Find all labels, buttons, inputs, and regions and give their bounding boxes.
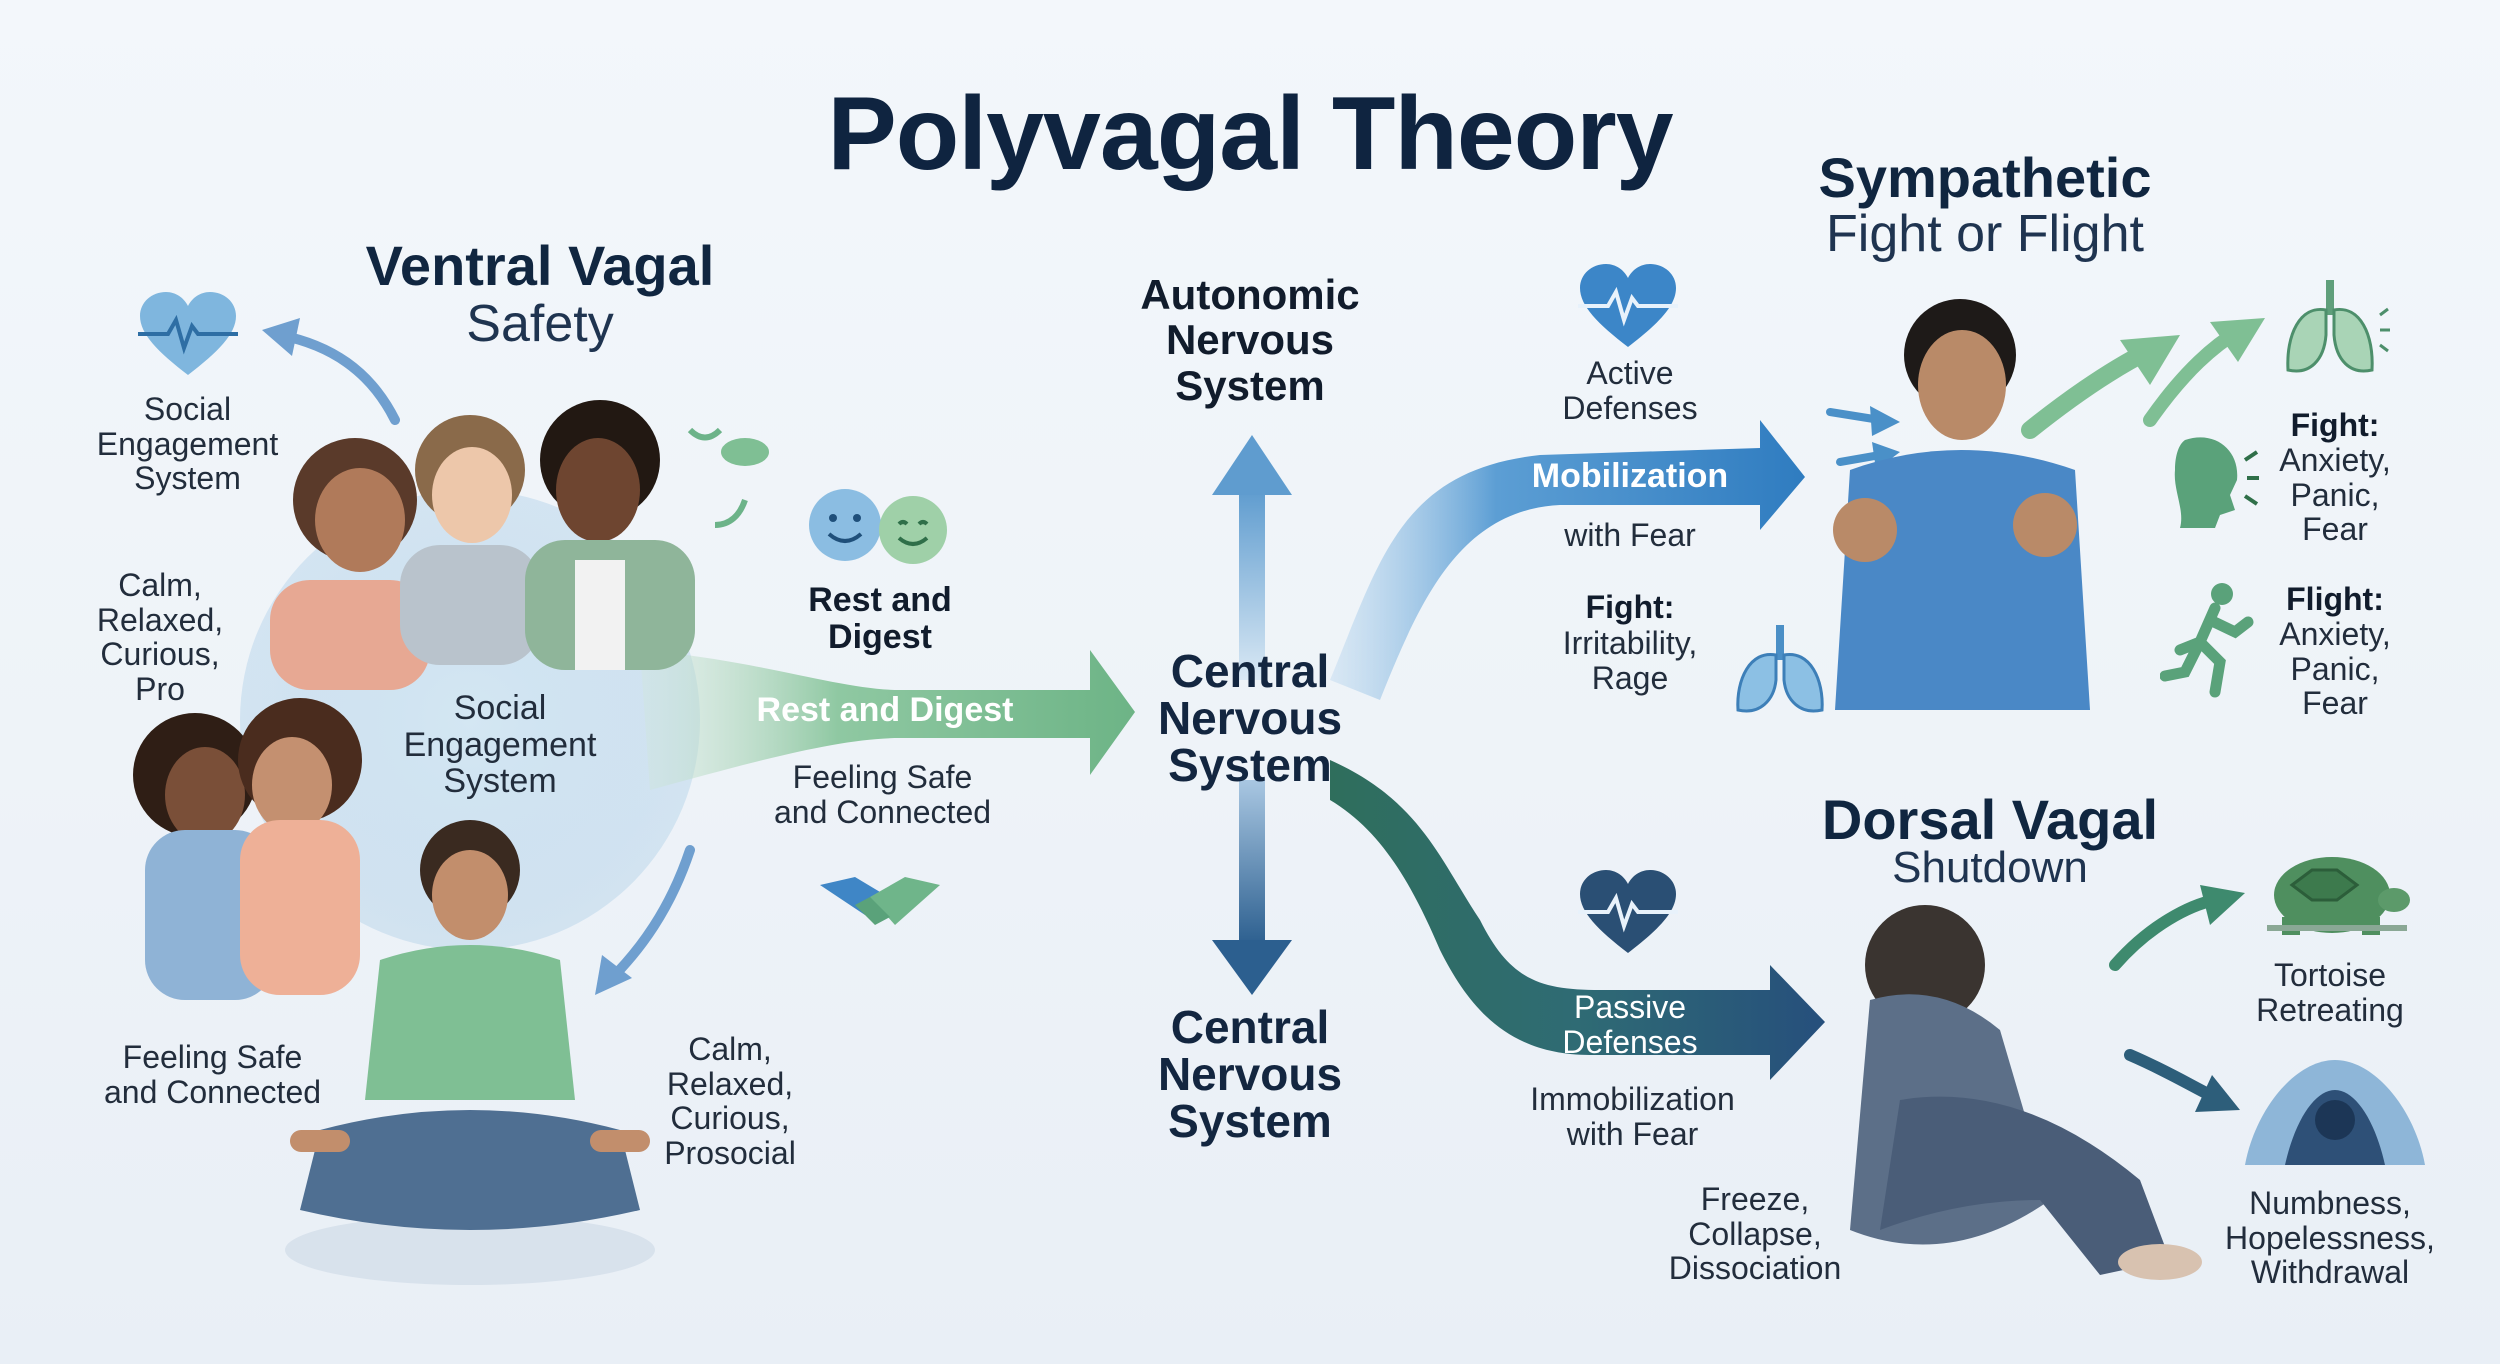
rest-digest-arrow: [640, 650, 1135, 790]
lungs-icon: [2286, 280, 2390, 373]
flight-desc: Anxiety, Panic, Fear: [2279, 616, 2391, 722]
dorsal-arrow-down-head: [2195, 1075, 2240, 1112]
sympathetic-heading: Sympathetic: [1818, 146, 2152, 209]
shouting-head-icon: [2174, 437, 2259, 528]
dorsal-arrow-up: [2109, 894, 2221, 971]
fight-left-desc: Irritability, Rage: [1562, 625, 1698, 696]
dorsal-arrow-up-head: [2200, 885, 2245, 925]
passive-defenses-arrow: [1330, 760, 1825, 1080]
central-nervous-mid: Central Nervous System: [1157, 645, 1343, 791]
ventral-heading: Ventral Vagal: [365, 234, 715, 297]
tortoise-icon: [2267, 857, 2410, 935]
motion-line-1-head: [1870, 406, 1900, 436]
calm-bottom: Calm, Relaxed, Curious, Prosocial: [664, 1031, 796, 1171]
squiggle-1: [687, 427, 723, 441]
page-title: Polyvagal Theory: [827, 76, 1673, 192]
green-arrow-2-head: [2210, 318, 2265, 362]
curved-arrow-up-left-head: [262, 318, 300, 356]
heart-pulse-icon: [138, 292, 238, 375]
up-arrow-shaft: [1239, 490, 1265, 680]
rest-digest-icon-label: Rest and Digest: [808, 581, 952, 656]
mobilization-band-label: Mobilization: [1531, 457, 1729, 495]
shutdown-person-illustration: [1850, 905, 2202, 1280]
central-nervous-bottom: Central Nervous System: [1157, 1001, 1343, 1147]
hugging-pair-illustration: [133, 698, 362, 1000]
motion-line-2: [1836, 451, 1884, 466]
social-engagement-left: Social Engagement System: [96, 391, 279, 497]
fight-left-title: Fight:: [1585, 589, 1675, 625]
feeling-safe-left: Feeling Safe and Connected: [103, 1039, 322, 1110]
calm-left: Calm, Relaxed, Curious, Pro: [96, 567, 224, 707]
down-arrow-shaft: [1239, 780, 1265, 945]
friends-group-illustration: [270, 400, 695, 690]
with-fear-label: with Fear: [1564, 517, 1696, 553]
autonomic-label: Autonomic Nervous System: [1140, 271, 1360, 409]
speech-blob: [721, 438, 769, 466]
curved-arrow-down-left-head: [595, 955, 632, 995]
numbness-label: Numbness, Hopelessness, Withdrawal: [2225, 1185, 2435, 1291]
down-arrow-head: [1212, 940, 1292, 995]
dorsal-arrow-down: [2124, 1049, 2216, 1101]
hiding-person-icon: [2245, 1060, 2425, 1165]
immobilization-label: Immobilization with Fear: [1530, 1081, 1735, 1152]
squiggle-2: [714, 498, 748, 528]
mobilization-arrow: [1330, 420, 1805, 700]
dorsal-heading: Dorsal Vagal: [1821, 788, 2159, 851]
smiley-faces-icon: [809, 489, 947, 564]
dorsal-subheading: Shutdown: [1892, 843, 2088, 892]
rest-digest-band-label: Rest and Digest: [756, 691, 1014, 729]
running-person-icon: [2160, 583, 2254, 698]
fight-right-title: Fight:: [2290, 407, 2380, 443]
heart-pulse-icon: [1578, 870, 1678, 953]
fight-right-desc: Anxiety, Panic, Fear: [2279, 442, 2391, 548]
sympathetic-subheading: Fight or Flight: [1826, 205, 2144, 263]
flight-title: Flight:: [2286, 581, 2384, 617]
fighting-man-illustration: [1833, 299, 2090, 710]
social-engagement-center: Social Engagement System: [403, 689, 597, 801]
handshake-icon: [820, 877, 940, 925]
freeze-label: Freeze, Collapse, Dissociation: [1668, 1181, 1842, 1287]
heart-pulse-icon: [1578, 264, 1678, 347]
up-arrow-head: [1212, 435, 1292, 495]
green-arrow-1-head: [2120, 335, 2180, 385]
meditating-person-illustration: [285, 820, 655, 1285]
active-defenses-label: Active Defenses: [1562, 355, 1698, 426]
curved-arrow-up-left: [275, 330, 400, 425]
ventral-subheading: Safety: [466, 295, 614, 353]
tortoise-label: Tortoise Retreating: [2256, 957, 2404, 1028]
lungs-icon: [1736, 625, 1824, 713]
feeling-safe-center: Feeling Safe and Connected: [773, 759, 992, 830]
green-arrow-1: [2021, 341, 2159, 439]
passive-defenses-band-label: Passive Defenses: [1562, 989, 1698, 1060]
